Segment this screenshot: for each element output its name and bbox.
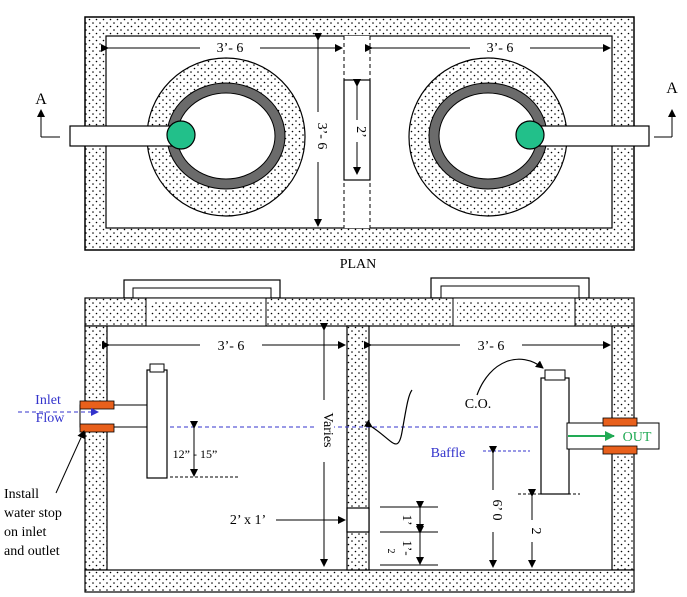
svg-text:A: A [666, 80, 678, 97]
section-baffle-label: Baffle [431, 446, 466, 461]
section-dim-1ft-b: 1’- [400, 540, 415, 555]
section-outlet-tee [540, 369, 660, 495]
section-dim-left: 3’- 6 [218, 339, 245, 354]
section-dim-right-depth: 6’ 0 [489, 499, 504, 520]
section-left-wall [84, 325, 108, 571]
section-dim-varies: Varies [320, 413, 335, 448]
section-dim-1ft-b-fraction: 2 [385, 549, 396, 554]
plan-outlet-pipe [529, 125, 650, 147]
plan-dim-right: 3’- 6 [487, 41, 514, 56]
note-line-4: and outlet [4, 544, 60, 559]
section-inlet-label-line1: Inlet [35, 393, 61, 408]
section-opening-size: 2’ x 1’ [230, 513, 266, 528]
section-cleanout-label: C.O. [465, 397, 491, 412]
note-line-1: Install [4, 487, 39, 502]
section-outlet-label: OUT [623, 430, 652, 445]
section-baffle-opening [346, 507, 370, 533]
outlet-water-stop-top [602, 417, 638, 427]
note-line-2: water stop [4, 506, 62, 521]
section-marker-left: A [35, 91, 60, 138]
plan-inlet-cleanout [166, 120, 196, 150]
outlet-water-stop-bottom [602, 445, 638, 455]
plan-outlet-cleanout [515, 120, 545, 150]
section-inlet-label-line2: Flow [36, 411, 66, 426]
inlet-water-stop-top [79, 400, 115, 410]
section-view: 3’- 6 3’- 6 Varies 12” - 15” 2’ x 1’ 1’ … [4, 277, 660, 593]
section-dim-2: 2 [528, 528, 543, 535]
plan-dim-width: 3’- 6 [314, 123, 329, 150]
plan-dim-left: 3’- 6 [217, 41, 244, 56]
inlet-water-stop-bottom [79, 423, 115, 433]
plan-inlet-pipe [69, 125, 183, 147]
section-dim-1ft-a: 1’ [400, 515, 415, 526]
section-dim-right: 3’- 6 [478, 339, 505, 354]
section-marker-right: A [654, 80, 678, 138]
section-bottom-slab [84, 569, 635, 593]
plan-dim-opening: 2’ [353, 126, 368, 138]
section-center-baffle [346, 325, 370, 571]
note-line-3: on inlet [4, 525, 46, 540]
section-dim-pipe-depth: 12” - 15” [173, 447, 218, 461]
plan-view: 3’- 6 3’- 6 3’- 6 2’ A A PLAN [35, 16, 678, 272]
svg-text:A: A [35, 91, 47, 108]
plan-title: PLAN [340, 257, 377, 272]
